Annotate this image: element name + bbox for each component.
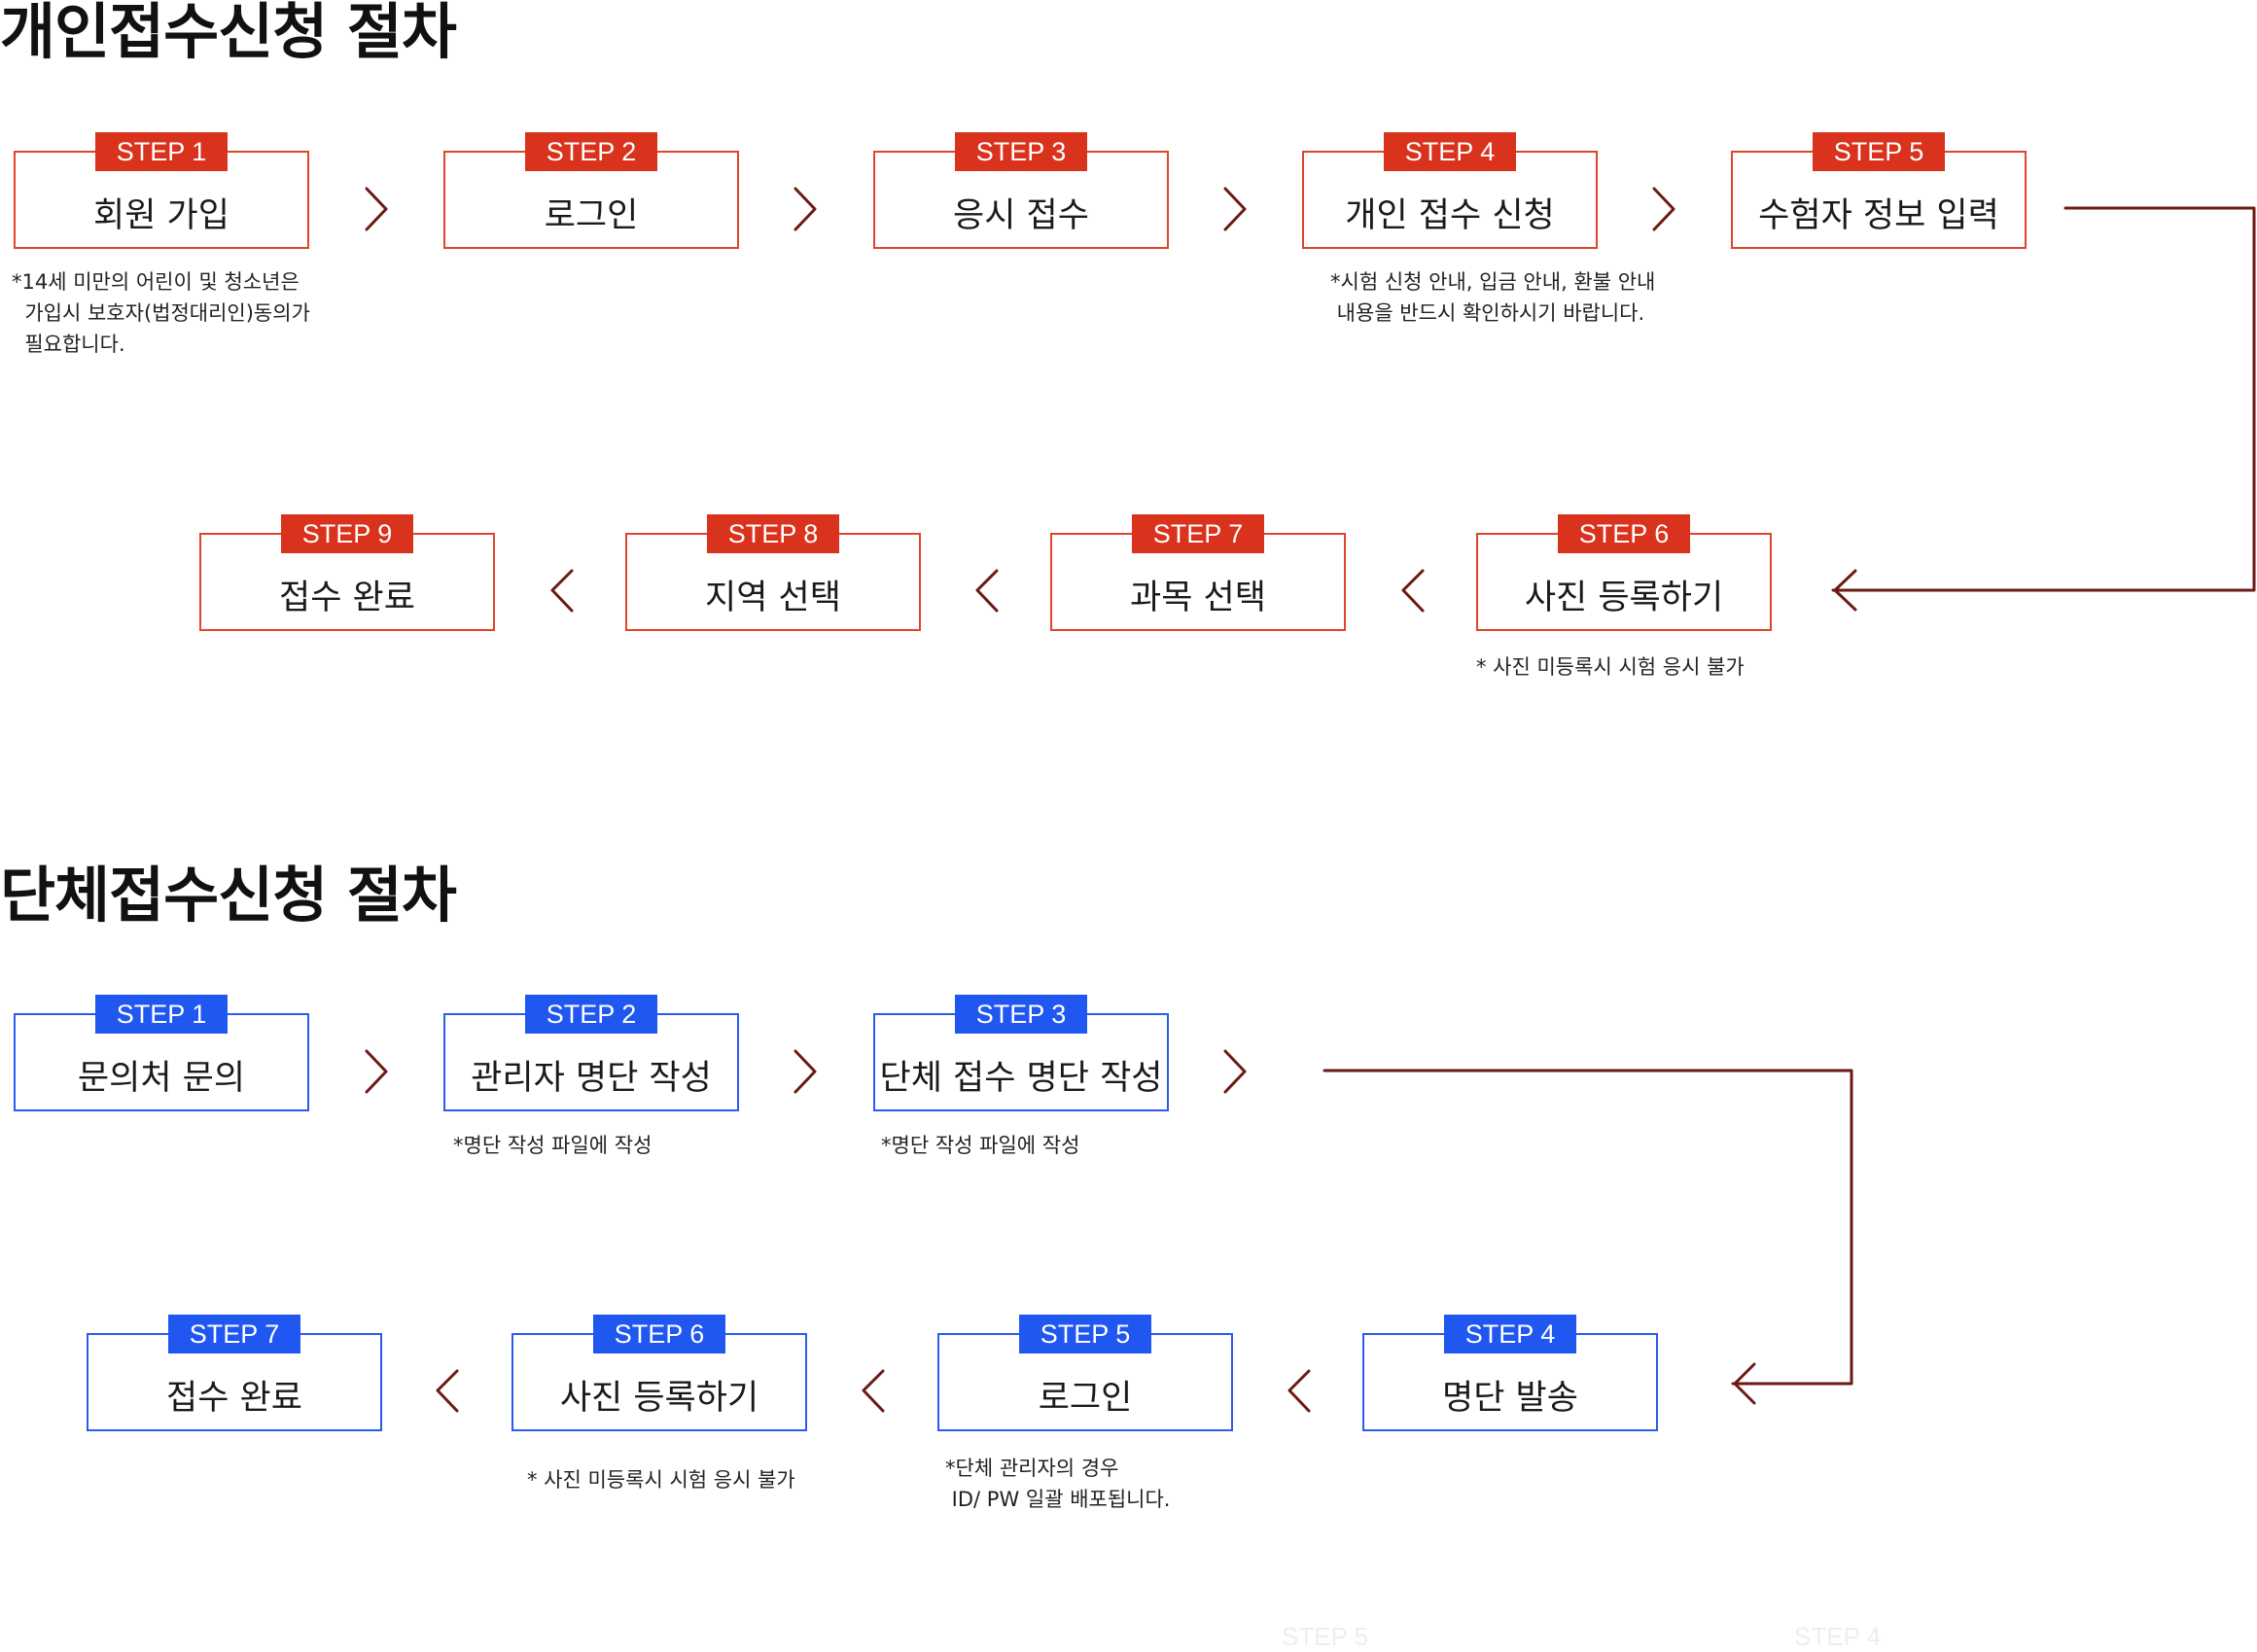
- step-label: 응시 접수: [953, 196, 1089, 235]
- group-step-1: STEP 1 문의처 문의: [14, 995, 309, 1111]
- individual-step-7: STEP 7 과목 선택: [1050, 514, 1346, 631]
- step-badge: STEP 4: [1444, 1315, 1576, 1353]
- step-label: 지역 선택: [705, 579, 841, 617]
- step-label: 문의처 문의: [77, 1059, 246, 1098]
- step-badge: STEP 4: [1384, 132, 1516, 171]
- step-label: 관리자 명단 작성: [471, 1059, 712, 1098]
- individual-step-6-note: * 사진 미등록시 시험 응시 불가: [1476, 655, 1745, 679]
- step-label: 로그인: [1038, 1379, 1133, 1418]
- step-label: 접수 완료: [166, 1379, 302, 1418]
- group-step-4: STEP 4 명단 발송: [1362, 1315, 1658, 1431]
- connector-line: [1831, 206, 2256, 592]
- individual-step-4: STEP 4 개인 접수 신청: [1302, 132, 1598, 249]
- group-step-3-note: *명단 작성 파일에 작성: [881, 1134, 1080, 1157]
- chevron-right-icon: [365, 1049, 388, 1094]
- step-badge: STEP 3: [955, 995, 1087, 1034]
- arrow-head-left-icon: [1733, 1362, 1756, 1405]
- individual-section-title: 개인접수신청 절차: [0, 0, 457, 67]
- chevron-right-icon: [1223, 1049, 1247, 1094]
- chevron-left-icon: [1287, 1369, 1311, 1413]
- faint-step-label: STEP 4: [1794, 1622, 1882, 1651]
- chevron-left-icon: [862, 1369, 885, 1413]
- group-section-title: 단체접수신청 절차: [0, 860, 457, 931]
- group-step-2: STEP 2 관리자 명단 작성: [443, 995, 739, 1111]
- connector-line: [1322, 1069, 1853, 1386]
- step-label: 회원 가입: [93, 196, 229, 235]
- chevron-right-icon: [1652, 187, 1675, 231]
- step-badge: STEP 6: [1558, 514, 1690, 553]
- chevron-left-icon: [1401, 569, 1425, 613]
- chevron-left-icon: [550, 569, 574, 613]
- group-step-5-note: *단체 관리자의 경우 ID/ PW 일괄 배포됩니다.: [945, 1457, 1171, 1511]
- step-badge: STEP 3: [955, 132, 1087, 171]
- step-label: 과목 선택: [1130, 579, 1266, 617]
- step-badge: STEP 7: [1132, 514, 1264, 553]
- step-label: 접수 완료: [279, 579, 415, 617]
- group-step-7: STEP 7 접수 완료: [87, 1315, 382, 1431]
- chevron-left-icon: [975, 569, 999, 613]
- individual-step-6: STEP 6 사진 등록하기: [1476, 514, 1772, 631]
- faint-step-label: STEP 5: [1282, 1622, 1369, 1651]
- chevron-right-icon: [365, 187, 388, 231]
- step-label: 사진 등록하기: [559, 1379, 759, 1418]
- chevron-right-icon: [1223, 187, 1247, 231]
- step-badge: STEP 6: [593, 1315, 725, 1353]
- step-label: 단체 접수 명단 작성: [879, 1059, 1163, 1098]
- step-badge: STEP 5: [1019, 1315, 1151, 1353]
- chevron-right-icon: [793, 1049, 817, 1094]
- individual-step-8: STEP 8 지역 선택: [625, 514, 921, 631]
- step-badge: STEP 2: [525, 132, 657, 171]
- group-step-6: STEP 6 사진 등록하기: [511, 1315, 807, 1431]
- individual-step-1: STEP 1 회원 가입: [14, 132, 309, 249]
- step-badge: STEP 5: [1813, 132, 1945, 171]
- group-step-2-note: *명단 작성 파일에 작성: [453, 1134, 652, 1157]
- step-label: 개인 접수 신청: [1345, 196, 1555, 235]
- step-badge: STEP 1: [95, 995, 228, 1034]
- step-badge: STEP 9: [281, 514, 413, 553]
- individual-step-5: STEP 5 수험자 정보 입력: [1731, 132, 2027, 249]
- arrow-head-left-icon: [1833, 569, 1857, 612]
- individual-step-3: STEP 3 응시 접수: [873, 132, 1169, 249]
- group-step-6-note: * 사진 미등록시 시험 응시 불가: [527, 1468, 795, 1492]
- group-step-5: STEP 5 로그인: [937, 1315, 1233, 1431]
- chevron-right-icon: [793, 187, 817, 231]
- individual-step-1-note: *14세 미만의 어린이 및 청소년은 가입시 보호자(법정대리인)동의가 필요…: [12, 270, 310, 356]
- step-label: 명단 발송: [1442, 1379, 1578, 1418]
- individual-step-9: STEP 9 접수 완료: [199, 514, 495, 631]
- step-label: 로그인: [544, 196, 639, 235]
- step-badge: STEP 2: [525, 995, 657, 1034]
- step-badge: STEP 7: [168, 1315, 300, 1353]
- step-badge: STEP 1: [95, 132, 228, 171]
- step-label: 수험자 정보 입력: [1758, 196, 1999, 235]
- step-label: 사진 등록하기: [1524, 579, 1724, 617]
- chevron-left-icon: [436, 1369, 459, 1413]
- individual-step-2: STEP 2 로그인: [443, 132, 739, 249]
- step-badge: STEP 8: [707, 514, 839, 553]
- group-step-3: STEP 3 단체 접수 명단 작성: [873, 995, 1169, 1111]
- individual-step-4-note: *시험 신청 안내, 입금 안내, 환불 안내 내용을 반드시 확인하시기 바랍…: [1330, 270, 1656, 325]
